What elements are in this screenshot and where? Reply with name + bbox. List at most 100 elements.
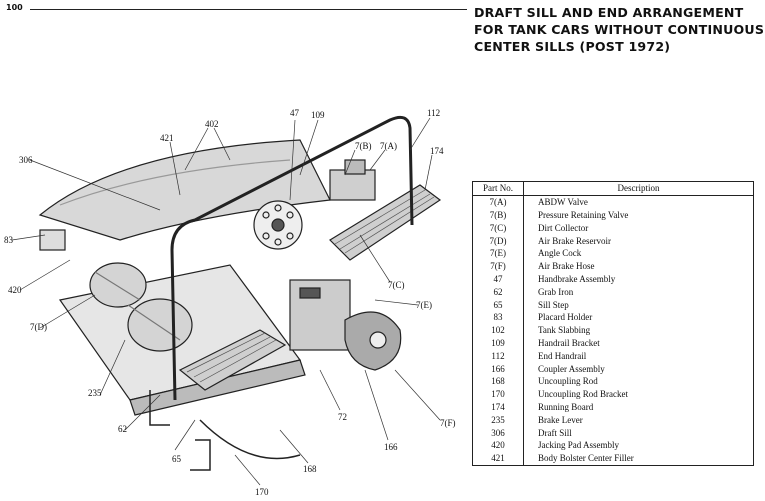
- callout-109: 109: [311, 110, 325, 120]
- uncoupling-rod: [199, 419, 301, 460]
- part-no: 421: [472, 451, 524, 466]
- air-brake-reservoir: [89, 262, 147, 308]
- part-description: Air Brake Reservoir: [538, 235, 611, 246]
- callout-420: 420: [8, 285, 22, 295]
- callout-7c: 7(C): [388, 280, 405, 290]
- table-row: 420 Jacking Pad Assembly: [472, 438, 754, 452]
- callout-174: 174: [430, 146, 444, 156]
- callout-112: 112: [427, 108, 441, 118]
- callout-65: 65: [172, 454, 181, 464]
- part-description: Sill Step: [538, 299, 569, 310]
- title-line: FOR TANK CARS WITHOUT CONTINUOUS: [474, 22, 765, 37]
- page-number: 100: [6, 3, 23, 12]
- running-board-left: [178, 329, 287, 391]
- table-header-row: Part No. Description: [472, 181, 754, 196]
- part-description: Jacking Pad Assembly: [538, 440, 619, 451]
- callout-47: 47: [290, 108, 299, 118]
- technical-drawing: [11, 115, 442, 486]
- column-header-description: Description: [523, 181, 754, 196]
- callout-168: 168: [303, 464, 317, 474]
- table-row: 102 Tank Slabbing: [472, 323, 754, 337]
- part-no: 62: [472, 285, 524, 299]
- end-handrail: [170, 115, 414, 401]
- part-no: 170: [472, 387, 524, 401]
- part-description: Uncoupling Rod Bracket: [538, 389, 628, 400]
- part-description: Placard Holder: [538, 312, 593, 323]
- table-row: 421 Body Bolster Center Filler: [472, 451, 754, 466]
- callout-72: 72: [338, 412, 347, 422]
- table-row: 7(C) Dirt Collector: [472, 221, 754, 235]
- part-no: 235: [472, 413, 524, 427]
- part-description: Handrail Bracket: [538, 337, 600, 348]
- part-no: 102: [472, 323, 524, 337]
- part-no: 109: [472, 336, 524, 350]
- callout-7d: 7(D): [30, 322, 47, 332]
- callout-7b: 7(B): [355, 141, 372, 151]
- placard-holder: [39, 229, 66, 251]
- part-no: 47: [472, 272, 524, 286]
- callout-421: 421: [160, 133, 174, 143]
- part-description: Tank Slabbing: [538, 325, 591, 336]
- part-no: 65: [472, 298, 524, 311]
- table-row: 170 Uncoupling Rod Bracket: [472, 387, 754, 401]
- part-no: 7(E): [472, 246, 524, 260]
- table-row: 306 Draft Sill: [472, 426, 754, 439]
- part-description: Handbrake Assembly: [538, 273, 616, 284]
- table-row: 7(F) Air Brake Hose: [472, 259, 754, 273]
- table-row: 7(E) Angle Cock: [472, 246, 754, 260]
- callout-166: 166: [384, 442, 398, 452]
- parts-table: Part No. Description 7(A) ABDW Valve 7(B)…: [472, 181, 754, 466]
- callout-62: 62: [118, 424, 127, 434]
- callout-83: 83: [4, 235, 13, 245]
- part-no: 7(F): [472, 259, 524, 273]
- callout-7a: 7(A): [380, 141, 397, 151]
- handbrake-wheel: [253, 200, 303, 250]
- grab-iron: [149, 390, 170, 426]
- table-row: 62 Grab Iron: [472, 285, 754, 299]
- part-description: Running Board: [538, 401, 594, 412]
- part-description: Draft Sill: [538, 427, 572, 438]
- part-no: 174: [472, 400, 524, 414]
- table-row: 47 Handbrake Assembly: [472, 272, 754, 286]
- part-no: 83: [472, 310, 524, 324]
- part-no: 7(C): [472, 221, 524, 235]
- part-description: Air Brake Hose: [538, 261, 595, 272]
- coupler-assembly: [289, 279, 402, 371]
- part-no: 7(A): [472, 195, 524, 209]
- table-row: 7(B) Pressure Retaining Valve: [472, 208, 754, 222]
- part-no: 420: [472, 438, 524, 452]
- part-description: Pressure Retaining Valve: [538, 209, 629, 220]
- callout-7f: 7(F): [440, 418, 456, 428]
- callout-7e: 7(E): [416, 300, 432, 310]
- table-row: 65 Sill Step: [472, 298, 754, 311]
- tank-slabbing: [38, 139, 331, 241]
- part-description: Grab Iron: [538, 286, 574, 297]
- part-no: 7(B): [472, 208, 524, 222]
- part-no: 7(D): [472, 234, 524, 247]
- part-description: Angle Cock: [538, 248, 582, 259]
- part-no: 168: [472, 374, 524, 388]
- table-row: 174 Running Board: [472, 400, 754, 414]
- callout-235: 235: [88, 388, 102, 398]
- part-description: Coupler Assembly: [538, 363, 605, 374]
- part-description: ABDW Valve: [538, 197, 588, 208]
- table-row: 166 Coupler Assembly: [472, 362, 754, 375]
- part-no: 166: [472, 362, 524, 375]
- table-row: 7(D) Air Brake Reservoir: [472, 234, 754, 247]
- part-no: 306: [472, 426, 524, 439]
- part-description: Body Bolster Center Filler: [538, 453, 634, 464]
- part-description: Dirt Collector: [538, 222, 589, 233]
- table-row: 83 Placard Holder: [472, 310, 754, 324]
- column-header-part-no: Part No.: [472, 181, 524, 196]
- callout-306: 306: [19, 155, 33, 165]
- part-description: Uncoupling Rod: [538, 376, 598, 387]
- header-rule: [30, 9, 467, 10]
- part-no: 112: [472, 349, 524, 363]
- title-line: DRAFT SILL AND END ARRANGEMENT: [474, 5, 744, 20]
- callout-402: 402: [205, 119, 219, 129]
- sill-step: [190, 439, 211, 471]
- table-row: 109 Handrail Bracket: [472, 336, 754, 350]
- callout-170: 170: [255, 487, 269, 497]
